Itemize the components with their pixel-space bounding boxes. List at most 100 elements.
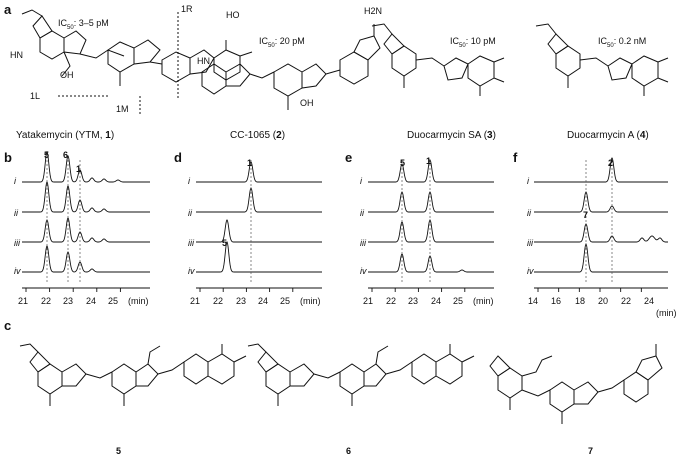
trace-d-ii (196, 187, 322, 213)
peak-label-e-5: 5 (400, 158, 406, 168)
row-label-e-iv: iv (360, 266, 367, 276)
ytm-ring-5 (133, 39, 161, 65)
tick-b-25: 25 (108, 296, 119, 306)
tick-e-24: 24 (431, 296, 442, 306)
trace-e-iii (368, 219, 494, 243)
row-label-f-ii: ii (527, 208, 531, 218)
da-ring-3 (607, 57, 633, 81)
tick-d-23: 23 (236, 296, 247, 306)
trace-f-iii (534, 223, 668, 243)
cc1065-label-hn: HN (197, 56, 210, 66)
peak-label-f-7: 7 (583, 210, 589, 220)
trace-e-iv (368, 253, 494, 273)
row-label-f-iv: iv (527, 266, 534, 276)
tick-b-22: 22 (41, 296, 52, 306)
compound-label-5: 5 (116, 446, 122, 456)
row-label-d-iii: iii (188, 238, 194, 248)
trace-b-iii (22, 217, 150, 243)
cc1065-ic50: IC50: 20 pM (259, 36, 305, 49)
cc1065-ring-2 (225, 63, 251, 87)
trace-e-i (368, 159, 494, 183)
panel-label-d: d (174, 150, 182, 165)
panel-label-e: e (345, 150, 353, 165)
tick-e-min: (min) (473, 296, 494, 306)
ytm-ic50: IC50: 3–5 pM (58, 18, 109, 31)
panel-label-a: a (4, 2, 12, 17)
ytm-label-oh: OH (60, 70, 74, 80)
peak-label-d-1: 1 (247, 158, 253, 168)
trace-b-i (22, 150, 150, 183)
cc1065-ring-4 (301, 63, 327, 89)
tick-b-23: 23 (63, 296, 74, 306)
ytm-label-1r: 1R (181, 4, 193, 14)
trace-b-ii (22, 180, 150, 213)
ytm-name: Yatakemycin (YTM, 1) (16, 130, 115, 141)
tick-e-25: 25 (453, 296, 464, 306)
ytm-label-1l: 1L (30, 91, 41, 101)
row-label-b-iii: iii (14, 238, 20, 248)
panel-label-b: b (4, 150, 12, 165)
tick-b-24: 24 (86, 296, 97, 306)
row-label-d-iv: iv (188, 266, 195, 276)
tick-f-20: 20 (598, 296, 609, 306)
tick-b-min: (min) (128, 296, 149, 306)
trace-d-iii (196, 219, 322, 243)
tick-b-21: 21 (18, 296, 29, 306)
peak-label-f-2: 2 (608, 158, 614, 168)
tick-e-21: 21 (363, 296, 374, 306)
da-ic50: IC50: 0.2 nM (598, 36, 647, 49)
cc1065-ring-6 (353, 35, 381, 61)
trace-b-iv (22, 244, 150, 273)
structures-panel-a (21, 9, 669, 114)
row-label-f-i: i (527, 176, 529, 186)
peak-label-d-5: 5 (222, 238, 228, 248)
tick-f-22: 22 (621, 296, 632, 306)
cc1065-name: CC-1065 (2) (230, 130, 286, 141)
peak-label-b-6: 6 (63, 150, 69, 160)
row-label-b-ii: ii (14, 208, 18, 218)
row-label-e-iii: iii (360, 238, 366, 248)
tick-f-min: (min) (656, 308, 677, 318)
compound-label-6: 6 (346, 446, 352, 456)
peak-label-b-1: 1 (76, 164, 82, 174)
row-label-e-i: i (360, 176, 362, 186)
row-label-f-iii: iii (527, 238, 533, 248)
tick-f-16: 16 (551, 296, 562, 306)
cc1065-label-h2n: H2N (364, 6, 383, 16)
tick-f-14: 14 (528, 296, 539, 306)
tick-d-22: 22 (213, 296, 224, 306)
dsa-ic50: IC50: 10 pM (450, 36, 496, 49)
trace-d-iv (196, 240, 322, 273)
trace-f-iv (534, 242, 668, 273)
cc1065-label-oh: OH (300, 98, 314, 108)
row-label-d-i: i (188, 176, 190, 186)
row-label-e-ii: ii (360, 208, 364, 218)
row-label-b-iv: iv (14, 266, 21, 276)
row-label-d-ii: ii (188, 208, 192, 218)
trace-f-ii (534, 191, 668, 213)
panel-label-f: f (513, 150, 518, 165)
dsa-name: Duocarmycin SA (3) (407, 130, 496, 141)
da-name: Duocarmycin A (4) (567, 130, 649, 141)
trace-e-ii (368, 191, 494, 213)
trace-f-i (534, 157, 668, 183)
tick-f-24: 24 (644, 296, 655, 306)
row-label-b-i: i (14, 176, 16, 186)
ytm-ring-2 (63, 30, 87, 55)
dsa-ring-3 (443, 57, 469, 81)
peak-label-b-5: 5 (44, 150, 50, 160)
panel-label-c: c (4, 318, 12, 333)
ytm-label-hn: HN (10, 50, 23, 60)
peak-label-e-1: 1 (426, 156, 432, 166)
tick-e-23: 23 (408, 296, 419, 306)
ytm-ring-7 (189, 49, 215, 75)
tick-e-22: 22 (386, 296, 397, 306)
ytm-label-1m: 1M (116, 104, 129, 114)
ytm-label-ho: HO (226, 10, 240, 20)
tick-d-24: 24 (258, 296, 269, 306)
trace-d-i (196, 161, 322, 183)
tick-d-min: (min) (300, 296, 321, 306)
tick-d-25: 25 (280, 296, 291, 306)
